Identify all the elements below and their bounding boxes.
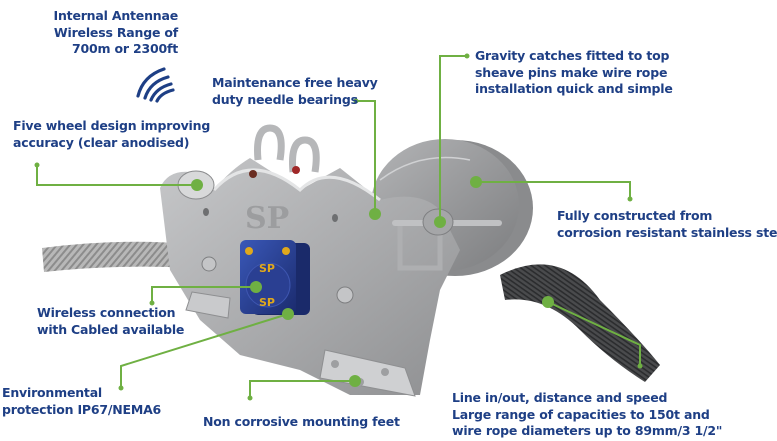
callout-line-measurement: Line in/out, distance and speed Large ra… (452, 390, 722, 440)
callout-wireless-connection: Wireless connection with Cabled availabl… (37, 305, 184, 338)
leader-wheels (36, 165, 197, 186)
callout-antenna: Internal Antennae Wireless Range of 700m… (46, 8, 179, 58)
callout-gravity-catches: Gravity catches fitted to top sheave pin… (475, 48, 673, 98)
callout-environmental-line-2: protection IP67/NEMA6 (2, 401, 162, 417)
callout-bearings-line-2: duty needle bearings (212, 91, 358, 107)
callout-environmental: Environmental protection IP67/NEMA6 (2, 385, 161, 418)
callout-wheels-line-2: accuracy (clear anodised) (13, 134, 190, 150)
leader-steel (476, 181, 631, 199)
callout-steel-line-2: corrosion resistant stainless steel (557, 224, 777, 240)
callout-gravity-line-3: installation quick and simple (475, 81, 673, 96)
callout-line-line-2: Large range of capacities to 150t and (452, 406, 710, 422)
callout-bearings: Maintenance free heavy duty needle beari… (212, 75, 378, 108)
leader-dots (34, 53, 643, 401)
callout-antenna-line-1: Internal Antennae (53, 8, 179, 23)
callout-mounting-feet: Non corrosive mounting feet (203, 414, 400, 431)
callout-stainless-steel: Fully constructed from corrosion resista… (557, 208, 777, 241)
leader-feet (249, 380, 355, 398)
callout-antenna-line-2: Wireless Range of (53, 24, 178, 40)
lifting-shackles (249, 124, 320, 178)
wire-rope-out (500, 264, 660, 382)
callout-gravity-line-1: Gravity catches fitted to top (475, 48, 670, 63)
svg-text:SP: SP (259, 296, 275, 309)
leader-environmental (120, 313, 289, 388)
callout-five-wheel: Five wheel design improving accuracy (cl… (13, 118, 210, 151)
leader-lines (36, 55, 641, 398)
callout-feet-line-1: Non corrosive mounting feet (203, 414, 400, 429)
mounting-feet (185, 291, 416, 397)
sp-logo-emboss: SP (245, 201, 289, 236)
callout-wheels-line-1: Five wheel design improving (13, 118, 211, 133)
callout-bearings-line-1: Maintenance free heavy (212, 75, 378, 90)
leader-gravity (439, 55, 467, 222)
callout-steel-line-1: Fully constructed from (557, 208, 713, 223)
callout-antenna-line-3: 700m or 2300ft (72, 41, 178, 56)
wireless-sensor-unit: SP SP (240, 240, 310, 315)
callout-environmental-line-1: Environmental (2, 385, 103, 400)
wire-rope-in (42, 241, 192, 272)
wireless-signal-icon (136, 67, 175, 103)
callout-gravity-line-2: sheave pins make wire rope (475, 64, 668, 80)
callout-line-line-1: Line in/out, distance and speed (452, 390, 668, 405)
leader-wireless (151, 286, 256, 303)
callout-wireless-line-2: with Cabled available (37, 321, 185, 337)
leader-line (547, 301, 641, 366)
svg-text:SP: SP (259, 262, 275, 275)
callout-line-line-3: wire rope diameters up to 89mm/3 1/2" (452, 423, 723, 438)
callout-wireless-line-1: Wireless connection (37, 305, 176, 320)
leader-bearings (356, 100, 376, 214)
